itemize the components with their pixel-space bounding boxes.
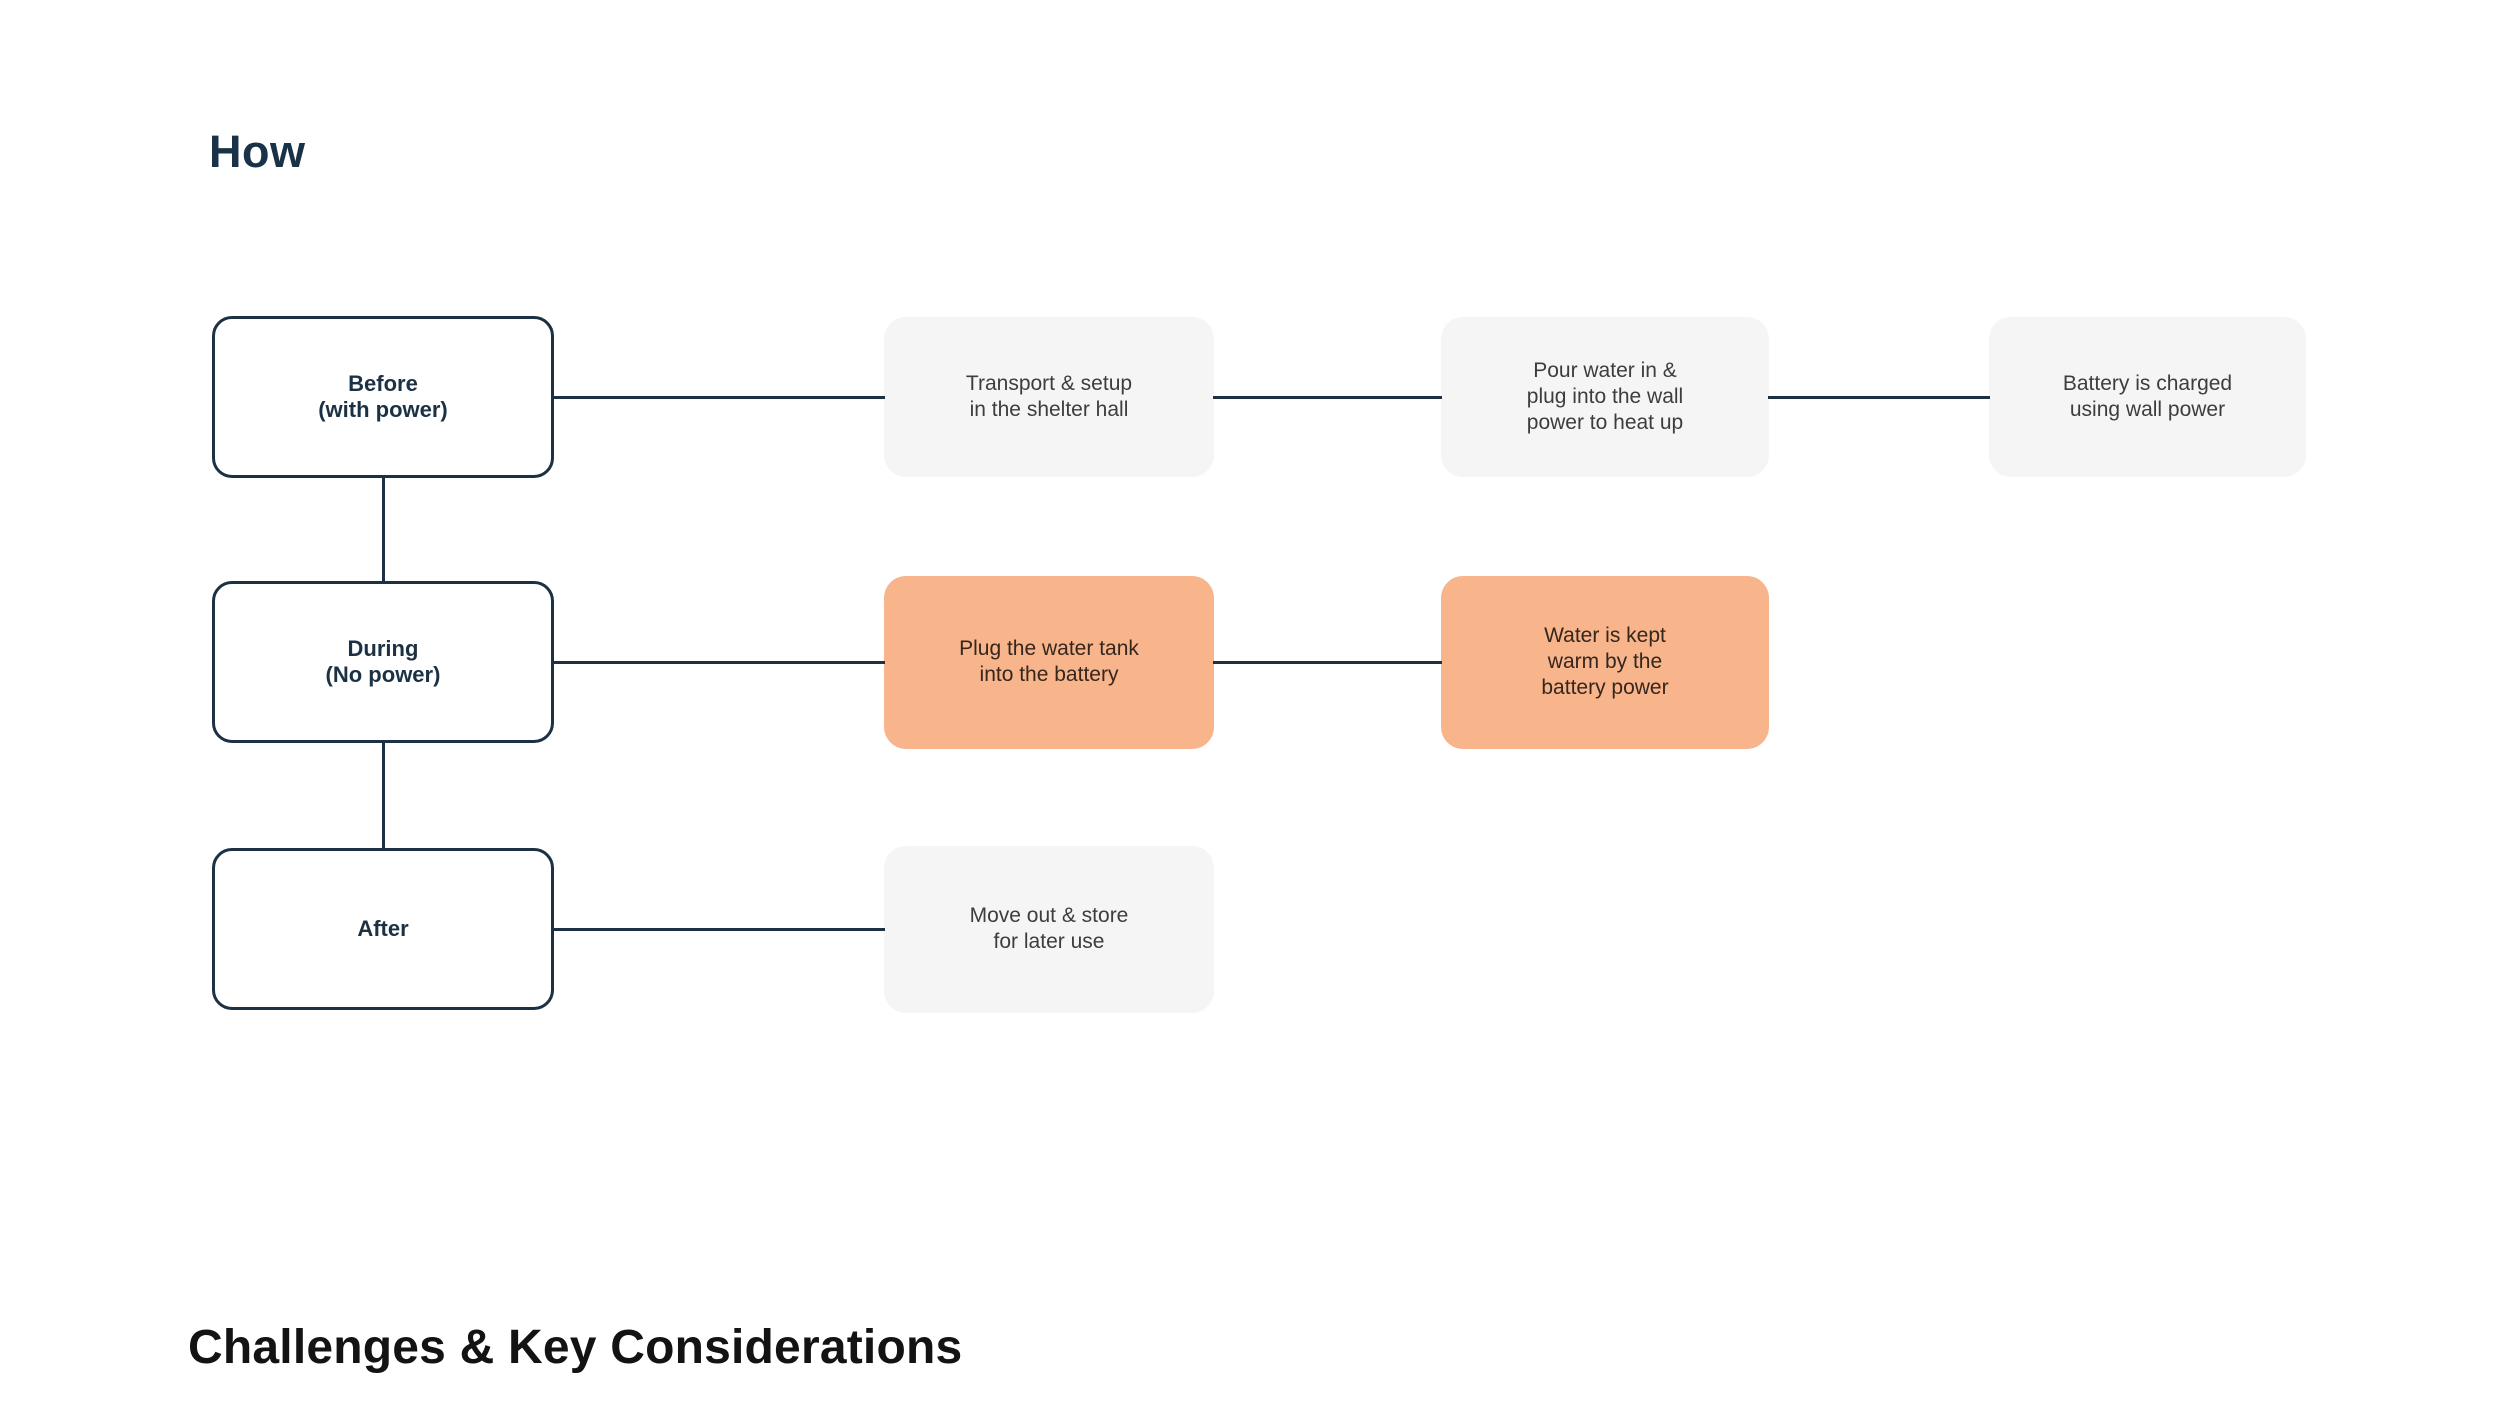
page-title: How bbox=[209, 126, 306, 177]
connector-vertical bbox=[381, 477, 385, 582]
step-box-label: Pour water in & plug into the wall power… bbox=[1526, 359, 1684, 434]
connector-horizontal bbox=[553, 395, 885, 399]
stage-box-label: Before (with power) bbox=[318, 371, 448, 422]
step-box-label: Battery is charged using wall power bbox=[2062, 372, 2233, 421]
stage-box: After bbox=[212, 848, 554, 1010]
connector-horizontal bbox=[553, 660, 885, 664]
step-box: Transport & setup in the shelter hall bbox=[884, 317, 1214, 477]
stage-box: During (No power) bbox=[212, 581, 554, 743]
stage-box: Before (with power) bbox=[212, 316, 554, 478]
stage-box-label: During (No power) bbox=[325, 636, 441, 687]
section-heading: Challenges & Key Considerations bbox=[188, 1321, 963, 1374]
step-box: Water is kept warm by the battery power bbox=[1441, 575, 1769, 749]
step-box: Battery is charged using wall power bbox=[1989, 317, 2306, 477]
step-box: Plug the water tank into the battery bbox=[884, 575, 1214, 749]
step-box-label: Move out & store for later use bbox=[969, 904, 1129, 953]
connector-horizontal bbox=[1213, 395, 1442, 399]
connector-vertical bbox=[381, 742, 385, 849]
connector-horizontal bbox=[553, 927, 885, 931]
stage-box-label: After bbox=[357, 916, 409, 941]
connector-horizontal bbox=[1768, 395, 1990, 399]
step-box-label: Transport & setup in the shelter hall bbox=[965, 372, 1133, 421]
connector-horizontal bbox=[1213, 660, 1442, 664]
step-box-label: Plug the water tank into the battery bbox=[959, 637, 1139, 686]
step-box: Pour water in & plug into the wall power… bbox=[1441, 317, 1769, 477]
step-box-label: Water is kept warm by the battery power bbox=[1541, 624, 1669, 699]
step-box: Move out & store for later use bbox=[884, 845, 1214, 1013]
